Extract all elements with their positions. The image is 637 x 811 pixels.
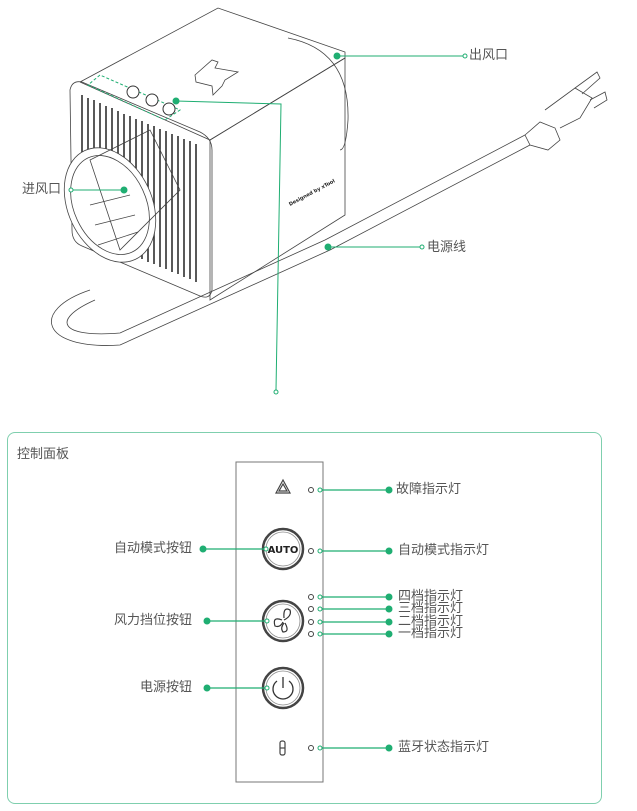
outlet-label: 出风口 bbox=[469, 48, 509, 63]
led-level2 bbox=[308, 619, 314, 625]
leader-ends bbox=[68, 53, 468, 395]
led-level3 bbox=[308, 606, 314, 612]
level1-indicator-label: 一档指示灯 bbox=[398, 626, 464, 641]
led-level1 bbox=[308, 631, 314, 637]
leader-dots bbox=[120, 52, 341, 251]
control-strip bbox=[87, 74, 182, 121]
plug-icon bbox=[524, 71, 608, 151]
power-cord bbox=[51, 144, 531, 346]
device-top bbox=[79, 7, 346, 141]
fan-button-label: 风力挡位按钮 bbox=[114, 613, 193, 628]
indicator-leaders bbox=[203, 489, 388, 749]
auto-button[interactable]: AUTO bbox=[261, 527, 305, 571]
leader-ends bbox=[263, 487, 323, 751]
device-front bbox=[69, 81, 213, 298]
fault-indicator-label: 故障指示灯 bbox=[396, 482, 462, 497]
inlet-ring bbox=[63, 129, 181, 263]
power-icon bbox=[272, 677, 294, 700]
control-panel-frame bbox=[7, 432, 602, 804]
auto-icon: AUTO bbox=[268, 545, 299, 556]
bluetooth-indicator-label: 蓝牙状态指示灯 bbox=[398, 740, 490, 755]
product-illustration: Designed by xTool bbox=[51, 7, 608, 395]
inlet-label: 进风口 bbox=[22, 182, 62, 197]
leader-dots bbox=[199, 486, 393, 752]
device-side bbox=[209, 57, 346, 301]
warning-icon bbox=[274, 478, 292, 494]
control-panel-diagram: AUTO bbox=[199, 461, 393, 783]
brand-text: Designed by xTool bbox=[288, 178, 336, 207]
level3-indicator-label: 三档指示灯 bbox=[398, 601, 464, 616]
led-auto bbox=[308, 548, 314, 554]
power-cord-label: 电源线 bbox=[427, 240, 467, 255]
indicator-leds bbox=[308, 487, 314, 751]
level2-indicator-label: 二档指示灯 bbox=[398, 614, 464, 629]
device-outline bbox=[51, 7, 608, 346]
power-button-label: 电源按钮 bbox=[140, 680, 193, 695]
led-fault bbox=[308, 487, 314, 493]
bluetooth-icon bbox=[279, 740, 286, 756]
led-level4 bbox=[308, 594, 314, 600]
fan-icon bbox=[273, 608, 291, 633]
fan-button[interactable] bbox=[261, 599, 305, 643]
level4-indicator-label: 四档指示灯 bbox=[398, 589, 464, 604]
brand-logo bbox=[194, 59, 240, 96]
auto-indicator-label: 自动模式指示灯 bbox=[398, 543, 490, 558]
led-bluetooth bbox=[308, 745, 314, 751]
auto-button-label: 自动模式按钮 bbox=[114, 541, 193, 556]
control-panel-title: 控制面板 bbox=[17, 447, 70, 462]
leader-lines bbox=[73, 55, 463, 391]
